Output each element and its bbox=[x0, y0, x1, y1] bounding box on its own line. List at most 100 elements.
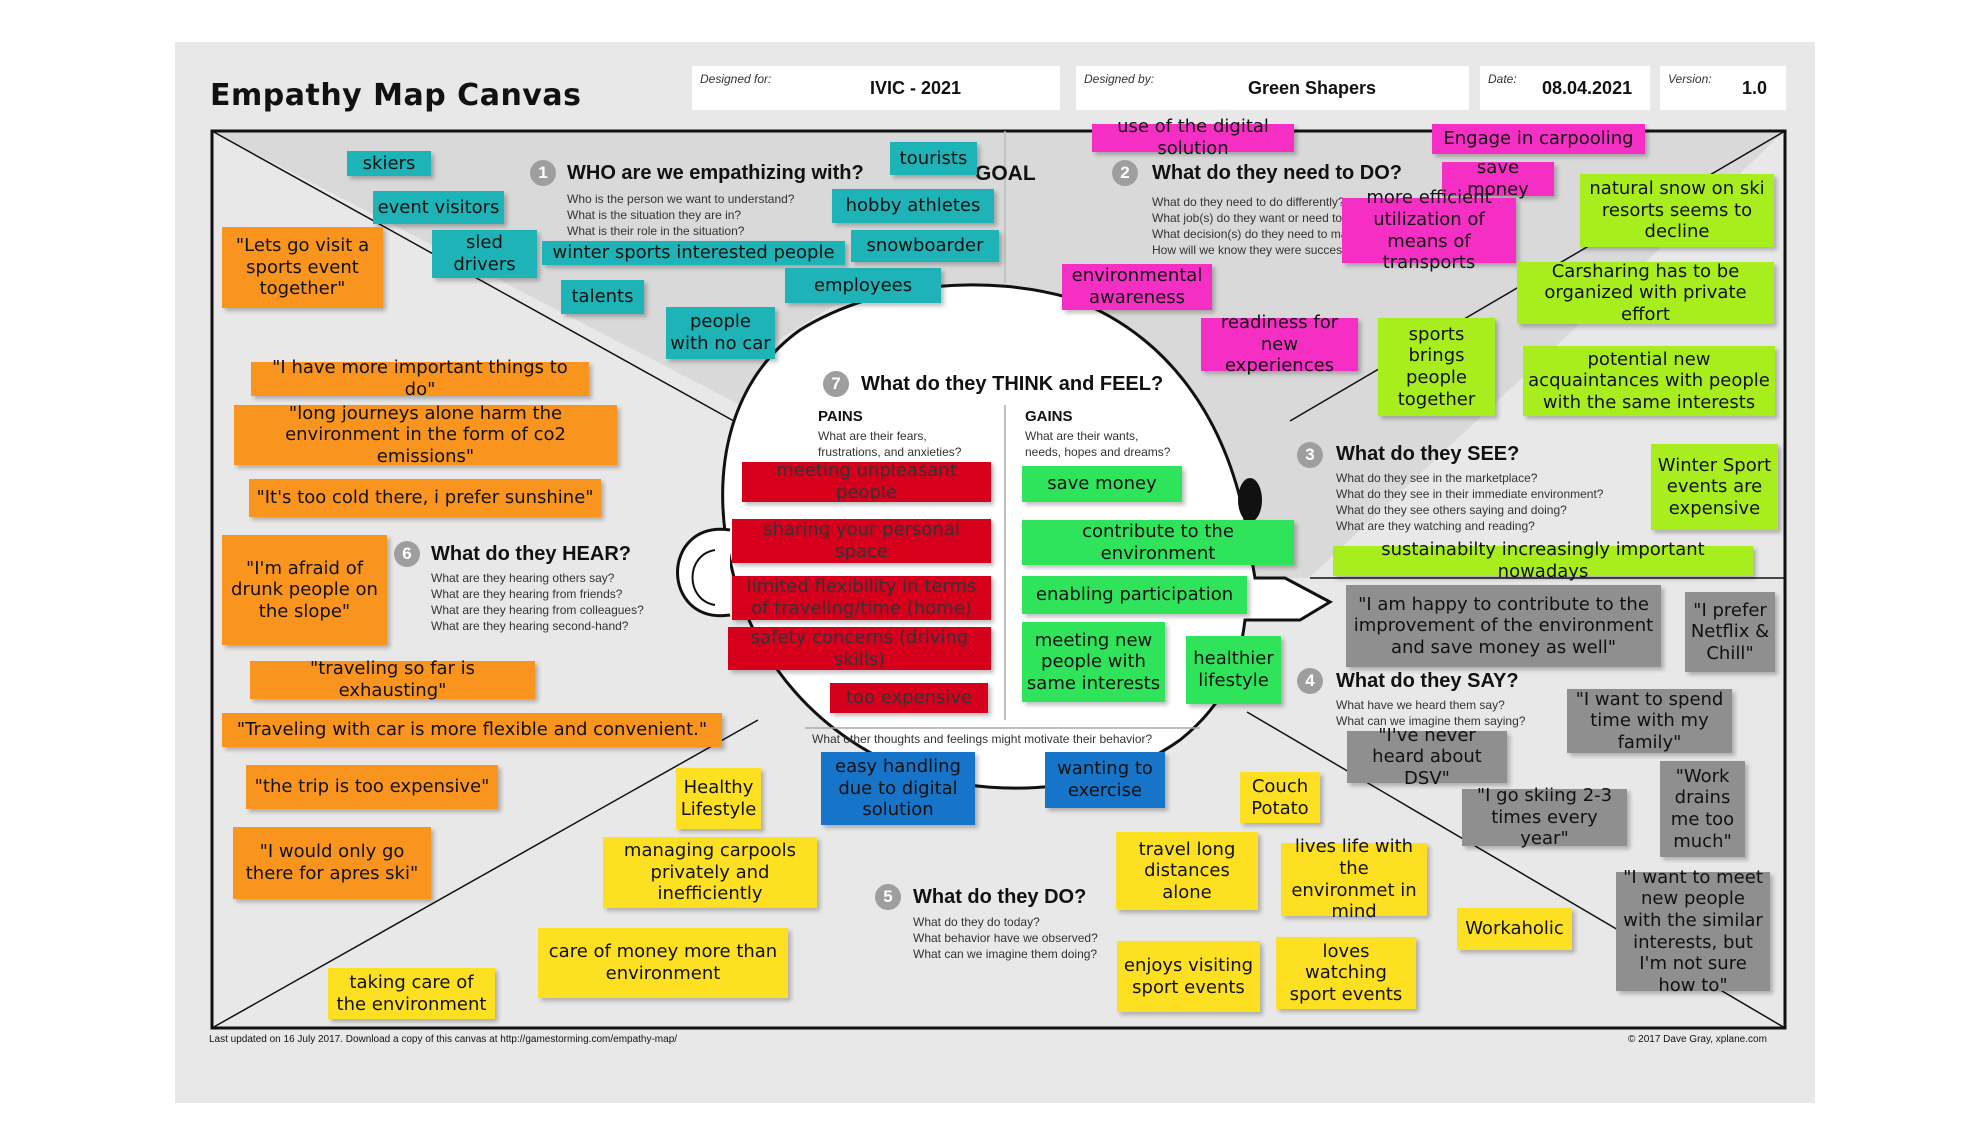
gains-desc-line: needs, hopes and dreams? bbox=[1025, 445, 1171, 459]
sticky-note[interactable]: more efficient utilization of means of t… bbox=[1342, 187, 1516, 273]
gains-description: What are their wants, needs, hopes and d… bbox=[1025, 428, 1170, 460]
sticky-note[interactable]: too expensive bbox=[830, 683, 988, 713]
sticky-note[interactable]: care of money more than environment bbox=[538, 928, 788, 998]
sticky-note[interactable]: tourists bbox=[890, 142, 977, 175]
section-1-title: WHO are we empathizing with? bbox=[567, 162, 864, 184]
question: What are they hearing from friends? bbox=[431, 587, 623, 601]
sticky-note[interactable]: easy handling due to digital solution bbox=[821, 752, 975, 825]
sticky-note[interactable]: event visitors bbox=[373, 191, 504, 224]
sticky-note[interactable]: Engage in carpooling bbox=[1432, 124, 1645, 154]
sticky-note[interactable]: "long journeys alone harm the environmen… bbox=[234, 403, 617, 467]
question: What are they hearing others say? bbox=[431, 571, 615, 585]
footer-left: Last updated on 16 July 2017. Download a… bbox=[209, 1034, 678, 1045]
section-2-title: What do they need to DO? bbox=[1152, 162, 1402, 184]
section-4-number: 4 bbox=[1297, 668, 1323, 694]
sticky-note[interactable]: "Traveling with car is more flexible and… bbox=[222, 713, 722, 747]
section-3-questions: What do they see in the marketplace? Wha… bbox=[1336, 470, 1603, 534]
question: What can we imagine them saying? bbox=[1336, 714, 1526, 728]
question: What is their role in the situation? bbox=[567, 224, 745, 238]
sticky-note[interactable]: Winter Sport events are expensive bbox=[1651, 444, 1778, 530]
sticky-note[interactable]: "Work drains me too much" bbox=[1660, 761, 1745, 857]
sticky-note[interactable]: people with no car bbox=[666, 307, 775, 359]
sticky-note[interactable]: Workaholic bbox=[1457, 908, 1572, 950]
question: What do they see in their immediate envi… bbox=[1336, 487, 1604, 501]
sticky-note[interactable]: meeting unpleasant people bbox=[742, 460, 991, 503]
sticky-note[interactable]: limited flexibility in terms of travelin… bbox=[732, 576, 991, 620]
sticky-note[interactable]: healthier lifestyle bbox=[1186, 636, 1281, 704]
sticky-note[interactable]: Couch Potato bbox=[1240, 772, 1320, 823]
sticky-note[interactable]: "I would only go there for apres ski" bbox=[233, 827, 431, 899]
sticky-note[interactable]: lives life with the environmet in mind bbox=[1281, 836, 1427, 922]
question: What is the situation they are in? bbox=[567, 208, 742, 222]
diagonal-top-left bbox=[211, 130, 751, 431]
sticky-note[interactable]: "I go skiing 2-3 times every year" bbox=[1462, 785, 1627, 849]
sticky-note[interactable]: hobby athletes bbox=[832, 189, 994, 223]
sticky-note[interactable]: employees bbox=[785, 268, 941, 303]
section-3-title: What do they SEE? bbox=[1336, 443, 1520, 465]
sticky-note[interactable]: talents bbox=[561, 280, 644, 314]
sticky-note[interactable]: sports brings people together bbox=[1378, 318, 1495, 416]
section-6-number: 6 bbox=[394, 541, 420, 567]
sticky-note[interactable]: Healthy Lifestyle bbox=[676, 768, 761, 829]
sticky-note[interactable]: "I want to spend time with my family" bbox=[1567, 689, 1732, 753]
version-value: 1.0 bbox=[1742, 78, 1768, 98]
sticky-note[interactable]: "I've never heard about DSV" bbox=[1347, 725, 1507, 789]
question: What job(s) do they want or need to get … bbox=[1152, 211, 1399, 225]
sticky-note[interactable]: environmental awareness bbox=[1062, 264, 1212, 310]
page-title: Empathy Map Canvas bbox=[210, 78, 582, 113]
question: What are they watching and reading? bbox=[1336, 519, 1535, 533]
sticky-note[interactable]: "the trip is too expensive" bbox=[246, 765, 498, 809]
sticky-note[interactable]: "I prefer Netflix & Chill" bbox=[1685, 592, 1775, 672]
sticky-note[interactable]: enabling participation bbox=[1022, 576, 1247, 614]
sticky-note[interactable]: skiers bbox=[347, 151, 431, 176]
question: What do they need to do differently? bbox=[1152, 195, 1345, 209]
sticky-note[interactable]: taking care of the environment bbox=[328, 968, 495, 1019]
question: What behavior have we observed? bbox=[913, 931, 1098, 945]
sticky-note[interactable]: winter sports interested people bbox=[542, 241, 845, 265]
sticky-note[interactable]: "I want to meet new people with the simi… bbox=[1616, 867, 1770, 996]
sticky-note[interactable]: safety concerns (driving skills) bbox=[728, 627, 991, 670]
section-5-questions: What do they do today? What behavior hav… bbox=[913, 914, 1098, 962]
sticky-note[interactable]: snowboarder bbox=[851, 230, 999, 262]
sticky-note[interactable]: loves watching sport events bbox=[1276, 937, 1416, 1009]
sticky-note[interactable]: meeting new people with same interests bbox=[1022, 622, 1165, 702]
sticky-note[interactable]: "Lets go visit a sports event together" bbox=[222, 227, 383, 308]
designed-by-value: Green Shapers bbox=[1248, 78, 1377, 98]
sticky-note[interactable]: "I'm afraid of drunk people on the slope… bbox=[222, 535, 387, 645]
sticky-note[interactable]: travel long distances alone bbox=[1116, 832, 1258, 910]
sticky-note[interactable]: potential new acquaintances with people … bbox=[1523, 346, 1775, 416]
sticky-note[interactable]: "I am happy to contribute to the improve… bbox=[1346, 585, 1661, 667]
sticky-note[interactable]: Carsharing has to be organized with priv… bbox=[1517, 261, 1774, 325]
sticky-note[interactable]: "It's too cold there, i prefer sunshine" bbox=[249, 479, 601, 517]
sticky-note[interactable]: contribute to the environment bbox=[1022, 520, 1294, 565]
canvas-border bbox=[210, 129, 1787, 1030]
other-thoughts-prompt: What other thoughts and feelings might m… bbox=[812, 732, 1153, 746]
sticky-note[interactable]: sled drivers bbox=[432, 230, 537, 278]
sticky-note[interactable]: use of the digital solution bbox=[1092, 116, 1294, 159]
sticky-note[interactable]: save money bbox=[1442, 157, 1554, 200]
sticky-note[interactable]: readiness for new experiences bbox=[1201, 312, 1358, 376]
designed-for-value: IVIC - 2021 bbox=[870, 78, 962, 98]
sticky-note[interactable]: "I have more important things to do" bbox=[251, 357, 589, 400]
eye-shape bbox=[1238, 478, 1262, 522]
sticky-note[interactable]: natural snow on ski resorts seems to dec… bbox=[1580, 174, 1774, 247]
section-5-title: What do they DO? bbox=[913, 886, 1087, 908]
date-value: 08.04.2021 bbox=[1542, 78, 1633, 98]
section-4-title: What do they SAY? bbox=[1336, 670, 1519, 692]
sticky-note[interactable]: wanting to exercise bbox=[1045, 752, 1165, 808]
sticky-note[interactable]: sharing your personal space bbox=[732, 519, 991, 563]
sticky-note[interactable]: managing carpools privately and ineffici… bbox=[603, 837, 817, 908]
date-box: Date: 08.04.2021 bbox=[1480, 66, 1650, 110]
sticky-note[interactable]: "traveling so far is exhausting" bbox=[250, 658, 535, 701]
section-5-number: 5 bbox=[875, 884, 901, 910]
sticky-note[interactable]: save money bbox=[1022, 466, 1182, 502]
diagonal-bottom-left bbox=[211, 719, 759, 1029]
designed-by-box: Designed by: Green Shapers bbox=[1076, 66, 1469, 110]
question: What do they see others saying and doing… bbox=[1336, 503, 1567, 517]
sticky-note[interactable]: enjoys visiting sport events bbox=[1117, 941, 1260, 1012]
pains-desc-line: frustrations, and anxieties? bbox=[818, 445, 962, 459]
sticky-note[interactable]: sustainabilty increasingly important now… bbox=[1333, 539, 1753, 582]
question: What do they do today? bbox=[913, 915, 1040, 929]
designed-by-label: Designed by: bbox=[1084, 72, 1155, 86]
question: What decision(s) do they need to make? bbox=[1152, 227, 1367, 241]
